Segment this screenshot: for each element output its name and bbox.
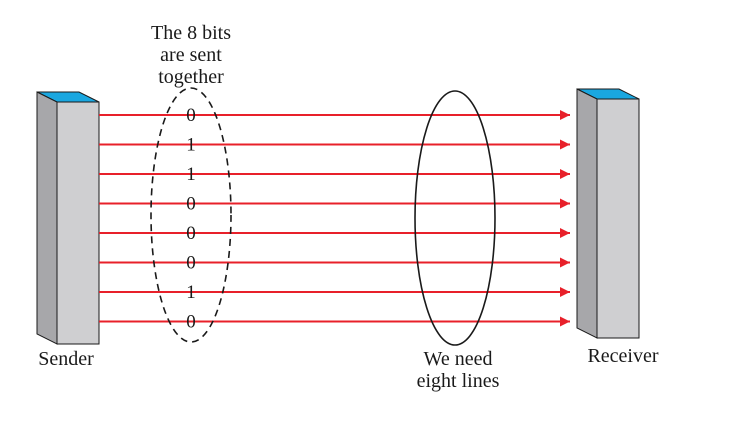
lines-group-ellipse <box>414 90 496 346</box>
sender-side-face <box>36 91 58 345</box>
sender-front-face <box>56 101 100 345</box>
lines-caption-line-2: eight lines <box>417 370 500 392</box>
bit-7: 1 <box>186 282 196 303</box>
bit-values: 0 1 1 0 0 0 1 0 <box>186 105 196 333</box>
top-caption: The 8 bits are sent together <box>151 22 231 88</box>
bit-6: 0 <box>186 253 196 274</box>
top-caption-line-3: together <box>158 66 224 88</box>
bit-5: 0 <box>186 223 196 244</box>
sender-device <box>36 91 100 345</box>
bit-4: 0 <box>186 194 196 215</box>
sender-label: Sender <box>38 348 94 370</box>
receiver-label: Receiver <box>587 345 658 367</box>
bits-group-dashed-ellipse <box>150 87 232 343</box>
bit-8: 0 <box>186 312 196 333</box>
top-caption-line-2: are sent <box>160 44 222 66</box>
transmission-lines <box>99 110 570 327</box>
bit-1: 0 <box>186 105 196 126</box>
bit-2: 1 <box>186 135 196 156</box>
receiver-side-face <box>576 88 598 339</box>
lines-caption-line-1: We need <box>424 348 493 370</box>
top-caption-line-1: The 8 bits <box>151 22 231 44</box>
bit-3: 1 <box>186 164 196 185</box>
receiver-front-face <box>596 98 640 339</box>
receiver-device <box>576 88 640 339</box>
